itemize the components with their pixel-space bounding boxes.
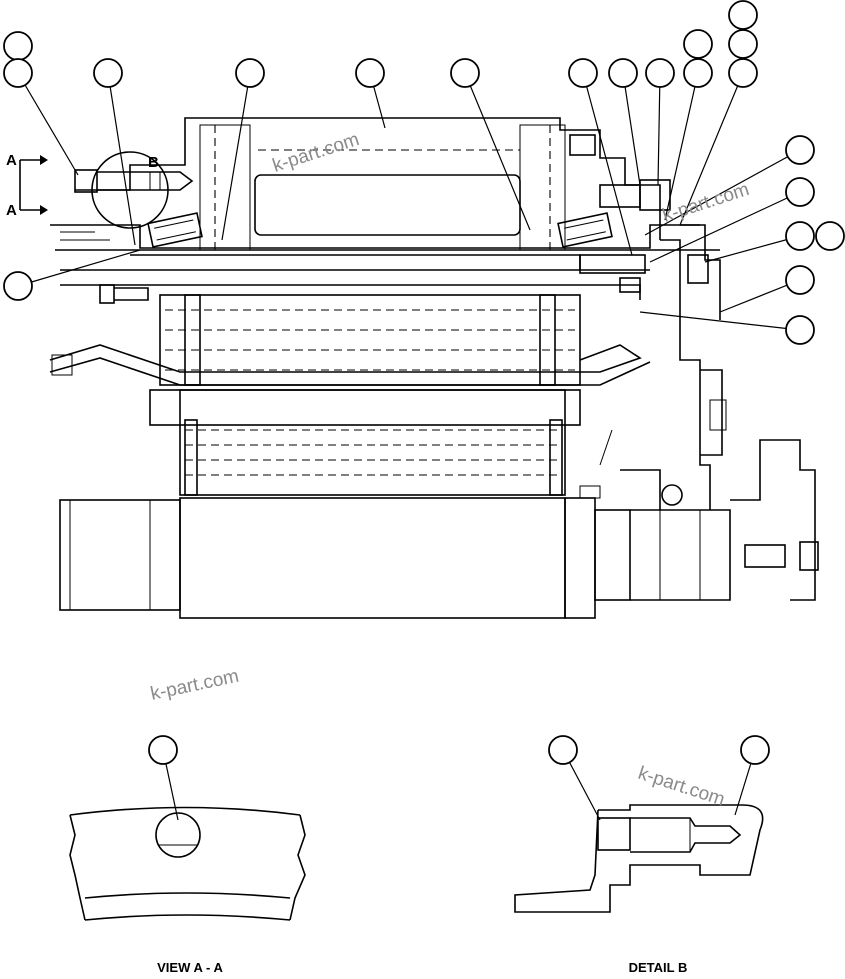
- leader-lines: [17, 72, 801, 821]
- callout-bubble: [235, 58, 265, 88]
- callout-bubble: [740, 735, 770, 765]
- callout-bubble: [785, 221, 815, 251]
- section-label-top: A: [6, 152, 17, 169]
- callout-bubble: [645, 58, 675, 88]
- section-label-bottom: A: [6, 202, 17, 219]
- view-a-a-caption: VIEW A - A: [157, 960, 223, 974]
- detail-b-drawing: [514, 804, 764, 913]
- callout-bubble: [785, 135, 815, 165]
- watermark-text: k-part.com: [635, 763, 727, 811]
- callout-bubble: [608, 58, 638, 88]
- callout-bubble: [3, 31, 33, 61]
- callout-bubble: [93, 58, 123, 88]
- callout-bubble: [3, 271, 33, 301]
- callout-bubble: [148, 735, 178, 765]
- detail-b-caption: DETAIL B: [629, 960, 688, 974]
- watermark-text: k-part.com: [660, 179, 752, 227]
- detail-b-marker-label: B: [148, 154, 159, 171]
- callout-bubble: [548, 735, 578, 765]
- callout-bubble: [728, 58, 758, 88]
- callout-bubble: [3, 58, 33, 88]
- callout-bubble: [355, 58, 385, 88]
- watermark-text: k-part.com: [149, 666, 241, 705]
- callout-bubble: [785, 265, 815, 295]
- main-assembly-view: [49, 117, 819, 619]
- section-marker: A A B: [6, 152, 159, 219]
- view-a-a-drawing: [69, 806, 306, 921]
- callout-bubble: [815, 221, 845, 251]
- callout-bubble: [728, 0, 758, 30]
- callout-bubble: [450, 58, 480, 88]
- callout-bubble: [683, 29, 713, 59]
- callout-bubble: [785, 315, 815, 345]
- callout-bubbles: [3, 0, 845, 765]
- callout-bubble: [568, 58, 598, 88]
- watermark-text: k-part.com: [270, 129, 362, 177]
- watermarks: k-part.com k-part.com k-part.com k-part.…: [149, 129, 752, 810]
- callout-bubble: [785, 177, 815, 207]
- callout-bubble: [683, 58, 713, 88]
- callout-bubble: [728, 29, 758, 59]
